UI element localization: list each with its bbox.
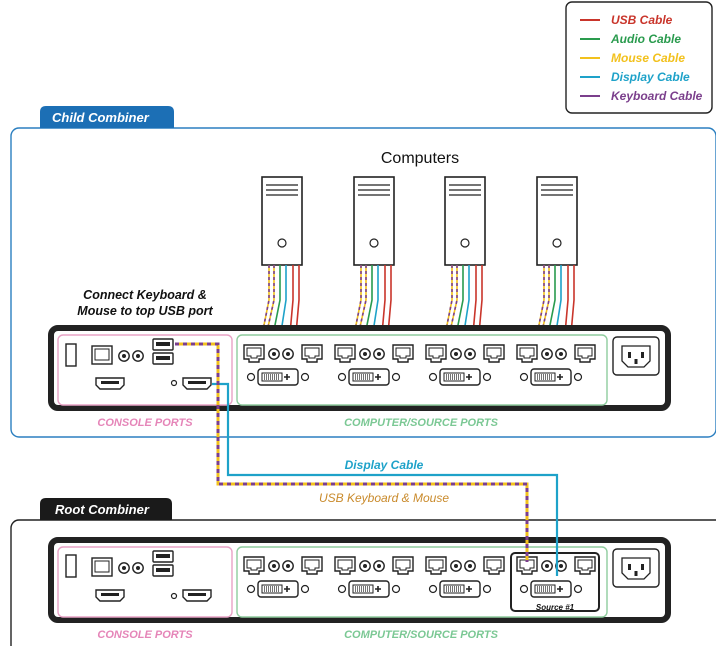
root-source-ports-box — [236, 546, 608, 618]
rj-port-icon — [334, 344, 356, 363]
power-inlet-icon — [612, 336, 660, 376]
audio-jack-icon — [359, 560, 371, 572]
child-console-ports — [65, 338, 212, 390]
rj-port-icon — [334, 556, 356, 575]
usb-keyboard-mouse-label: USB Keyboard & Mouse — [319, 491, 449, 505]
child-combiner-title: Child Combiner — [52, 110, 150, 125]
child-console-ports-box — [57, 334, 233, 406]
computer-tower — [261, 176, 303, 266]
child-console-ports-label: CONSOLE PORTS — [97, 417, 193, 429]
root-console-ports-label: CONSOLE PORTS — [97, 629, 193, 641]
audio-jack-icon — [359, 348, 371, 360]
rj-port-icon — [425, 344, 447, 363]
sd-slot-icon — [65, 554, 77, 578]
legend-label: Audio Cable — [610, 32, 681, 46]
rj-port-icon — [574, 344, 596, 363]
audio-jack-icon — [464, 348, 476, 360]
root-console-ports — [65, 550, 212, 602]
audio-jack-icon — [450, 560, 462, 572]
rj-port-icon — [243, 344, 265, 363]
audio-jack-icon — [541, 560, 553, 572]
computer-tower — [353, 176, 395, 266]
root-console-ports-box — [57, 546, 233, 618]
computer-tower — [444, 176, 486, 266]
legend-label: USB Cable — [611, 13, 673, 27]
rj-port-icon — [425, 556, 447, 575]
source-1-label: Source #1 — [536, 603, 575, 612]
audio-jack-icon — [373, 348, 385, 360]
audio-jack-icon — [464, 560, 476, 572]
legend-label: Keyboard Cable — [611, 89, 703, 103]
audio-jack-icon — [268, 348, 280, 360]
hdmi-port-icon — [182, 589, 212, 602]
child-source-ports-box — [236, 334, 608, 406]
rj-port-icon — [301, 344, 323, 363]
audio-jack-icon — [450, 348, 462, 360]
usb-port-icon — [152, 564, 174, 577]
audio-jack-icon — [373, 560, 385, 572]
legend-label: Mouse Cable — [611, 51, 685, 65]
audio-jack-icon — [132, 350, 144, 362]
child-combiner-tab — [40, 106, 174, 128]
display-cable-label: Display Cable — [345, 458, 424, 472]
computers-heading: Computers — [381, 150, 459, 167]
audio-jack-icon — [282, 348, 294, 360]
root-combiner-title: Root Combiner — [55, 502, 150, 517]
rj-port-icon — [574, 556, 596, 575]
rj-port-icon — [516, 344, 538, 363]
rj-port-icon — [301, 556, 323, 575]
rj-port-icon — [243, 556, 265, 575]
display-cable-link — [212, 382, 559, 576]
audio-jack-icon — [132, 562, 144, 574]
usb-keyboard-mouse-cable-link — [175, 342, 529, 562]
audio-jack-icon — [282, 560, 294, 572]
rj-port-icon — [483, 344, 505, 363]
hdmi-port-icon — [95, 377, 125, 390]
audio-jack-icon — [268, 560, 280, 572]
usb-port-icon — [152, 338, 174, 351]
usb-port-note-line2: Mouse to top USB port — [77, 304, 213, 318]
legend-label: Display Cable — [611, 70, 690, 84]
usb-port-icon — [152, 352, 174, 365]
audio-jack-icon — [555, 348, 567, 360]
link-cables — [175, 342, 559, 576]
root-source-ports-label: COMPUTER/SOURCE PORTS — [344, 629, 498, 641]
hdmi-port-icon — [182, 377, 212, 390]
power-inlet-icon — [612, 548, 660, 588]
audio-jack-icon — [118, 350, 130, 362]
child-combiner-chassis — [48, 325, 671, 411]
rj-port-icon — [392, 344, 414, 363]
root-combiner-tab — [40, 498, 172, 520]
usb-port-note-line1: Connect Keyboard & — [83, 288, 207, 302]
computer-tower — [536, 176, 578, 266]
usb-port-icon — [152, 550, 174, 563]
audio-jack-icon — [541, 348, 553, 360]
legend-box — [565, 1, 713, 114]
audio-jack-icon — [118, 562, 130, 574]
sd-slot-icon — [65, 343, 77, 367]
child-source-ports-label: COMPUTER/SOURCE PORTS — [344, 417, 498, 429]
rj-port-icon — [392, 556, 414, 575]
hdmi-port-icon — [95, 589, 125, 602]
rj-port-icon — [483, 556, 505, 575]
